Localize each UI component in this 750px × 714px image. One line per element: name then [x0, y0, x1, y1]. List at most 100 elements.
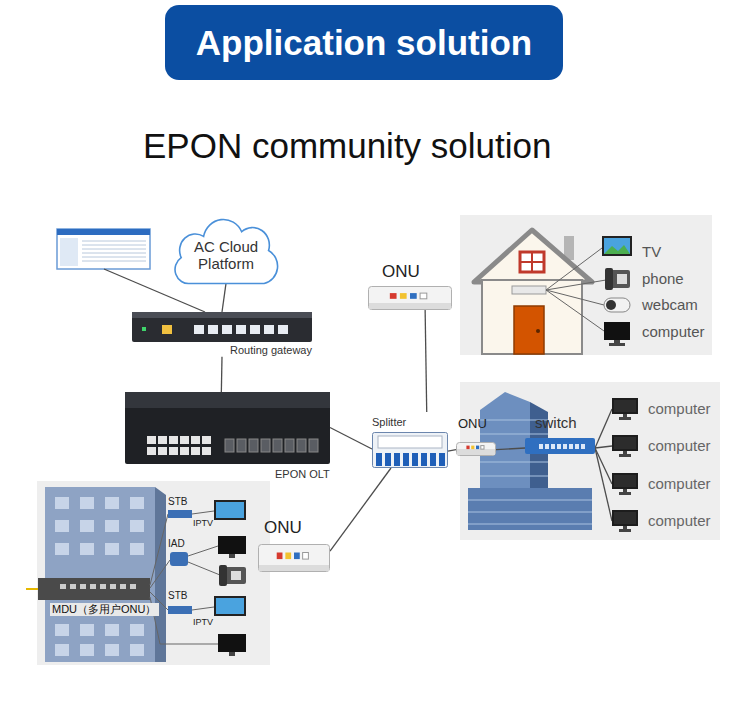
monitor-stand [623, 451, 627, 454]
tv-icon [602, 236, 632, 256]
switch-node: switch [525, 414, 595, 454]
monitor-screen [614, 475, 636, 487]
port [277, 552, 283, 559]
lan-port [264, 325, 274, 334]
rj45-port [158, 436, 167, 444]
rj45-port [180, 436, 189, 444]
mdu-port [60, 584, 66, 589]
device-top [132, 312, 312, 318]
iptv-icon [214, 500, 246, 520]
node-label: computer [648, 437, 711, 454]
pc-stand [229, 554, 235, 558]
switch-port [569, 444, 573, 449]
tower-floor [480, 476, 548, 477]
onu-node: ONU [368, 262, 452, 310]
annotation-label: STB [168, 496, 187, 508]
fiber-connector [430, 453, 436, 466]
stb-device [168, 510, 192, 518]
sfp-slot [261, 439, 270, 452]
screen [57, 229, 150, 269]
lan-port [194, 325, 204, 334]
mdu-port [110, 584, 116, 589]
device-top [125, 392, 330, 408]
annotation-label: phone [642, 270, 684, 287]
phone-keys [231, 571, 241, 580]
mdu-port [130, 584, 136, 589]
window [55, 520, 69, 532]
rj45-port [191, 436, 200, 444]
home-router [512, 286, 546, 294]
monitor [612, 398, 638, 414]
fiber-connector [403, 453, 409, 466]
title-text: Application solution [196, 23, 532, 63]
sfp-slot [309, 439, 318, 452]
window [105, 543, 119, 555]
olt-device [125, 392, 330, 464]
iptv-screen [216, 502, 244, 518]
wan-port [162, 325, 172, 334]
iptv-icon [214, 596, 246, 616]
podium-floor [468, 524, 592, 525]
window [80, 624, 94, 636]
monitor-stand [623, 526, 627, 529]
annotation-label: MDU（多用户ONU） [50, 603, 159, 616]
screen-row [82, 241, 146, 242]
sfp-slot [225, 439, 234, 452]
sfp-slot [249, 439, 258, 452]
tv-screen [604, 238, 630, 254]
computer-icon [612, 510, 638, 532]
fiber-link [425, 310, 427, 412]
roof [474, 230, 592, 282]
computer-node: computer [612, 473, 711, 495]
node-label: Splitter [372, 416, 406, 429]
window [80, 543, 94, 555]
computer-node: computer [612, 510, 711, 532]
node-label: ONU [368, 262, 420, 282]
olt-node: EPON OLT [125, 392, 330, 481]
monitor-base [619, 454, 631, 457]
mdu-wire [192, 607, 214, 610]
status-led [142, 327, 146, 331]
lan-port [208, 325, 218, 334]
window [105, 520, 119, 532]
switch-port [563, 444, 567, 449]
screen-row [82, 261, 146, 262]
pc-icon [218, 634, 246, 652]
window [80, 520, 94, 532]
switch-body [525, 438, 595, 454]
screen-row [82, 249, 146, 250]
fiber-connector [439, 453, 445, 466]
onu-body [457, 443, 496, 456]
monitor-base [619, 417, 631, 420]
rj45-port [147, 436, 156, 444]
node-label: EPON OLT [125, 468, 330, 481]
monitor [612, 435, 638, 451]
sfp-slot [237, 439, 246, 452]
computer-icon [612, 435, 638, 457]
rj45-port [202, 436, 211, 444]
switch-port [545, 444, 549, 449]
tower-floor [480, 462, 548, 463]
door-knob [536, 329, 540, 333]
annotation-label: EPON community solution [143, 126, 551, 166]
home-wire [546, 248, 602, 290]
switch-port [551, 444, 555, 449]
rj45-port [169, 436, 178, 444]
fiber-link [448, 450, 456, 452]
iptv-screen [216, 598, 244, 614]
phone-handset [219, 565, 227, 586]
port [390, 293, 397, 299]
switch-device [525, 438, 595, 454]
podium-floor [468, 512, 592, 513]
onu-node: ONU [258, 518, 330, 572]
routing-gateway-device [132, 312, 312, 342]
mdu-port [80, 584, 86, 589]
switch-port [539, 444, 543, 449]
podium-floor [468, 500, 592, 501]
house-door [514, 306, 544, 354]
onu-device [258, 542, 330, 572]
node-label: AC Cloud Platform [190, 238, 262, 273]
port [285, 552, 291, 559]
computer-icon [612, 398, 638, 420]
window [130, 543, 144, 555]
